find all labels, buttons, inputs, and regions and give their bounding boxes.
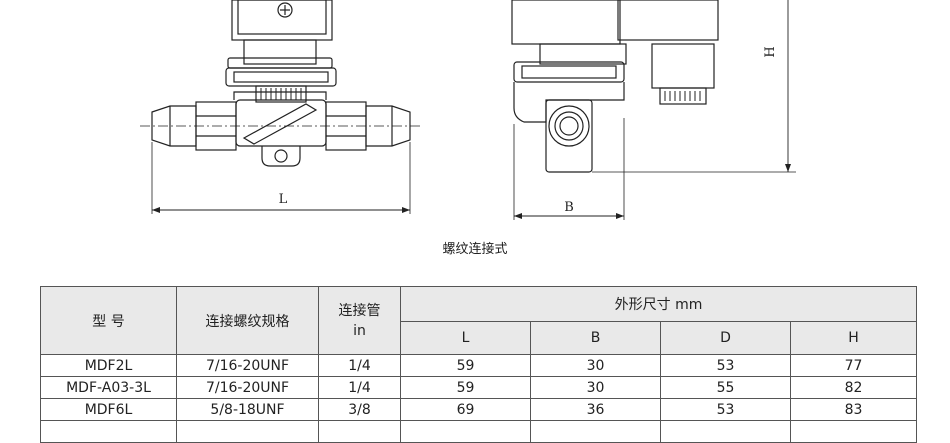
cell-D: 53 — [660, 354, 791, 377]
cell-model: MDF-A03-3L — [40, 376, 177, 399]
cell-thread: 7/16-20UNF — [176, 376, 319, 399]
header-D: D — [660, 321, 791, 355]
header-model: 型 号 — [40, 286, 177, 355]
spec-table: 型 号 连接螺纹规格 连接管 in 外形尺寸 mm L B D H MDF2L … — [40, 286, 918, 443]
dim-label-H: H — [763, 46, 778, 57]
cell-pipe: 1/4 — [318, 354, 401, 377]
cell-D — [660, 420, 791, 443]
header-thread: 连接螺纹规格 — [176, 286, 319, 355]
cell-L — [400, 420, 531, 443]
cell-pipe — [318, 420, 401, 443]
cell-H: 82 — [789, 376, 918, 399]
header-B: B — [530, 321, 661, 355]
cell-L: 59 — [400, 354, 531, 377]
cell-model: MDF6L — [40, 398, 177, 421]
cell-pipe: 1/4 — [318, 376, 401, 399]
cell-thread: 7/16-20UNF — [176, 354, 319, 377]
cell-H: 77 — [789, 354, 918, 377]
cell-B: 30 — [530, 354, 661, 377]
cell-thread: 5/8-18UNF — [176, 398, 319, 421]
cell-thread — [176, 420, 319, 443]
cell-L: 59 — [400, 376, 531, 399]
cell-D: 53 — [660, 398, 791, 421]
table-row: MDF6L 5/8-18UNF 3/8 69 36 53 83 — [40, 398, 918, 421]
cell-B: 36 — [530, 398, 661, 421]
table-row: MDF-A03-3L 7/16-20UNF 1/4 59 30 55 82 — [40, 376, 918, 399]
side-view — [511, 0, 796, 220]
cell-H: 83 — [789, 398, 918, 421]
header-dims-group: 外形尺寸 mm — [399, 286, 918, 322]
table-row — [40, 420, 918, 443]
table-row: MDF2L 7/16-20UNF 1/4 59 30 53 77 — [40, 354, 918, 377]
cell-L: 69 — [400, 398, 531, 421]
header-pipe-line1: 连接管 — [338, 302, 381, 319]
cell-B — [530, 420, 661, 443]
figure-caption: 螺纹连接式 — [442, 242, 508, 257]
cell-H — [789, 420, 918, 443]
header-pipe-line2: in — [353, 322, 366, 339]
cell-model: MDF2L — [40, 354, 177, 377]
front-view — [140, 0, 422, 214]
cell-pipe: 3/8 — [318, 398, 401, 421]
header-H: H — [789, 321, 918, 355]
dim-label-B: B — [564, 200, 574, 215]
header-L: L — [400, 321, 531, 355]
header-pipe: 连接管 in — [318, 286, 401, 355]
cell-model — [40, 420, 177, 443]
dim-label-L: L — [279, 192, 288, 207]
cell-D: 55 — [660, 376, 791, 399]
cell-B: 30 — [530, 376, 661, 399]
technical-drawing: L B H — [140, 0, 796, 220]
